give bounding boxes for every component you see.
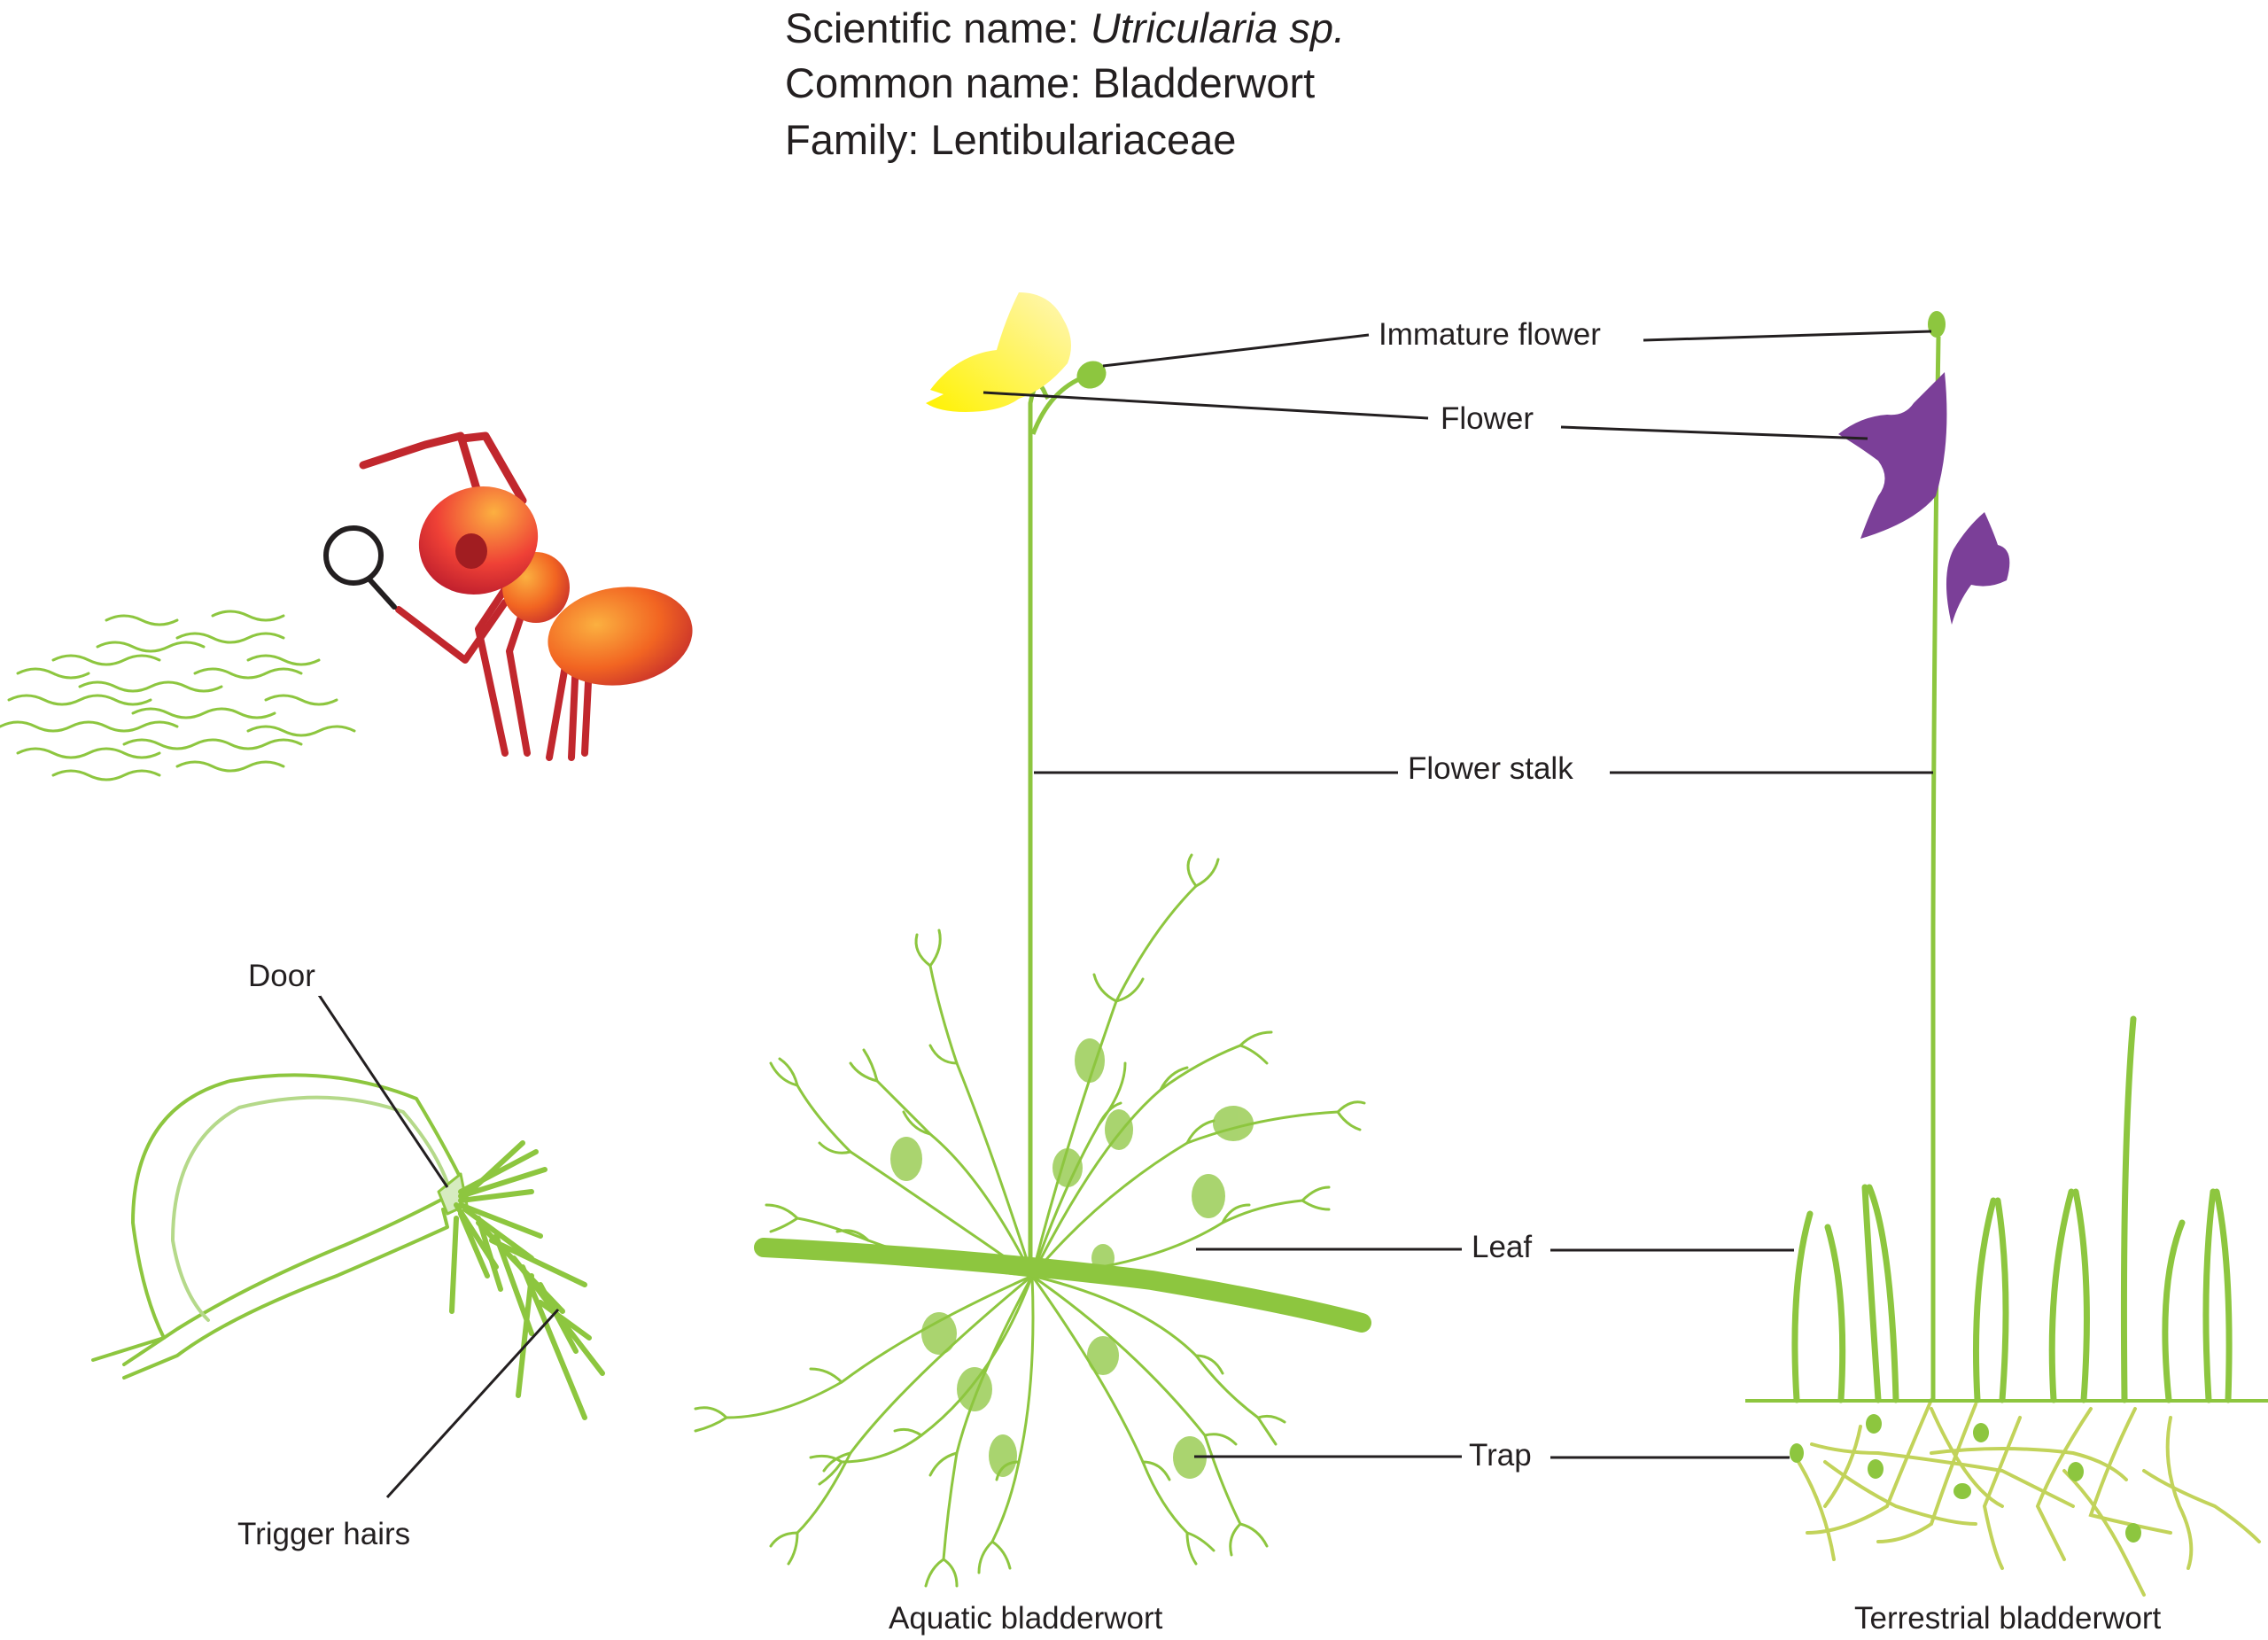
aquatic-bladderwort xyxy=(694,292,1371,1588)
terrestrial-bladderwort xyxy=(1745,311,2268,1597)
caption-terrestrial-bladderwort: Terrestrial bladderwort xyxy=(1854,1601,2162,1636)
trap-cross-section xyxy=(91,1073,605,1420)
label-door: Door xyxy=(243,957,321,996)
label-flower: Flower xyxy=(1435,400,1540,439)
label-flower-stalk: Flower stalk xyxy=(1402,750,1579,789)
label-trap: Trap xyxy=(1464,1436,1537,1475)
family-name: Family: Lentibulariaceae xyxy=(785,116,1237,163)
label-immature-flower: Immature flower xyxy=(1373,315,1606,354)
scientific-name-value: Utricularia sp. xyxy=(1090,4,1346,51)
leader-lines xyxy=(315,330,1933,1499)
label-trigger-hairs: Trigger hairs xyxy=(232,1515,416,1554)
common-name: Common name: Bladderwort xyxy=(785,59,1316,106)
scientific-name-line: Scientific name: Utricularia sp. xyxy=(785,0,1345,57)
scientific-name-label: Scientific name: xyxy=(785,4,1079,51)
label-leaf: Leaf xyxy=(1466,1228,1538,1267)
caption-aquatic-bladderwort: Aquatic bladderwort xyxy=(889,1601,1163,1636)
seaweed-patch xyxy=(0,610,356,781)
ant-illustration xyxy=(323,431,693,761)
